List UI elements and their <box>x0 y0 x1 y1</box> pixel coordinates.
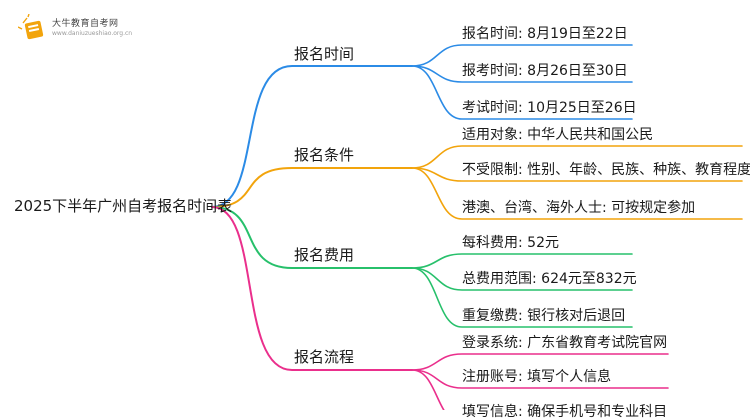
leaf-connector-2-1 <box>411 145 743 169</box>
branch-label-2: 报名条件 <box>294 146 355 164</box>
leaf-2-3: 港澳、台湾、海外人士: 可按规定参加 <box>462 200 696 216</box>
leaf-4-3: 填写信息: 确保手机号和专业科目 <box>462 404 668 420</box>
leaf-4-2: 注册账号: 填写个人信息 <box>462 369 612 385</box>
mindmap-connectors <box>211 44 743 410</box>
branch-connector-3 <box>211 206 413 269</box>
leaf-2-2: 不受限制: 性别、年龄、民族、种族、教育程度 <box>462 162 750 178</box>
leaf-connector-4-3 <box>411 369 445 410</box>
leaf-1-3: 考试时间: 10月25日至26日 <box>462 100 637 116</box>
leaf-connector-1-1 <box>411 44 633 67</box>
leaf-2-1: 适用对象: 中华人民共和国公民 <box>462 127 654 143</box>
leaf-connector-4-2 <box>411 369 669 389</box>
leaf-connector-2-2 <box>411 167 743 182</box>
leaf-connector-1-2 <box>411 65 633 83</box>
book-logo-icon <box>18 14 44 40</box>
leaf-connector-1-3 <box>411 65 633 120</box>
leaf-1-1: 报名时间: 8月19日至22日 <box>462 26 628 42</box>
branch-connector-4 <box>211 206 413 371</box>
leaf-connector-3-3 <box>411 267 633 328</box>
leaf-4-1: 登录系统: 广东省教育考试院官网 <box>462 335 668 351</box>
branch-connector-1 <box>211 65 413 208</box>
leaf-3-3: 重复缴费: 银行核对后退回 <box>462 308 626 324</box>
brand-logo: 大牛教育自考网 www.daniuzueshiao.org.cn <box>14 10 164 44</box>
branch-connector-2 <box>211 167 413 208</box>
brand-name: 大牛教育自考网 <box>52 19 119 29</box>
leaf-connector-2-3 <box>411 167 743 220</box>
root-topic: 2025下半年广州自考报名时间表 <box>14 197 233 215</box>
brand-url: www.daniuzueshiao.org.cn <box>52 30 133 37</box>
leaf-connector-4-1 <box>411 353 669 371</box>
leaf-3-1: 每科费用: 52元 <box>462 235 559 251</box>
branch-label-1: 报名时间 <box>294 45 355 63</box>
branch-label-3: 报名费用 <box>294 246 355 264</box>
leaf-connector-3-1 <box>411 253 633 269</box>
leaf-1-2: 报考时间: 8月26日至30日 <box>462 63 628 79</box>
leaf-3-2: 总费用范围: 624元至832元 <box>462 271 637 287</box>
leaf-connector-3-2 <box>411 267 633 291</box>
branch-label-4: 报名流程 <box>294 348 355 366</box>
